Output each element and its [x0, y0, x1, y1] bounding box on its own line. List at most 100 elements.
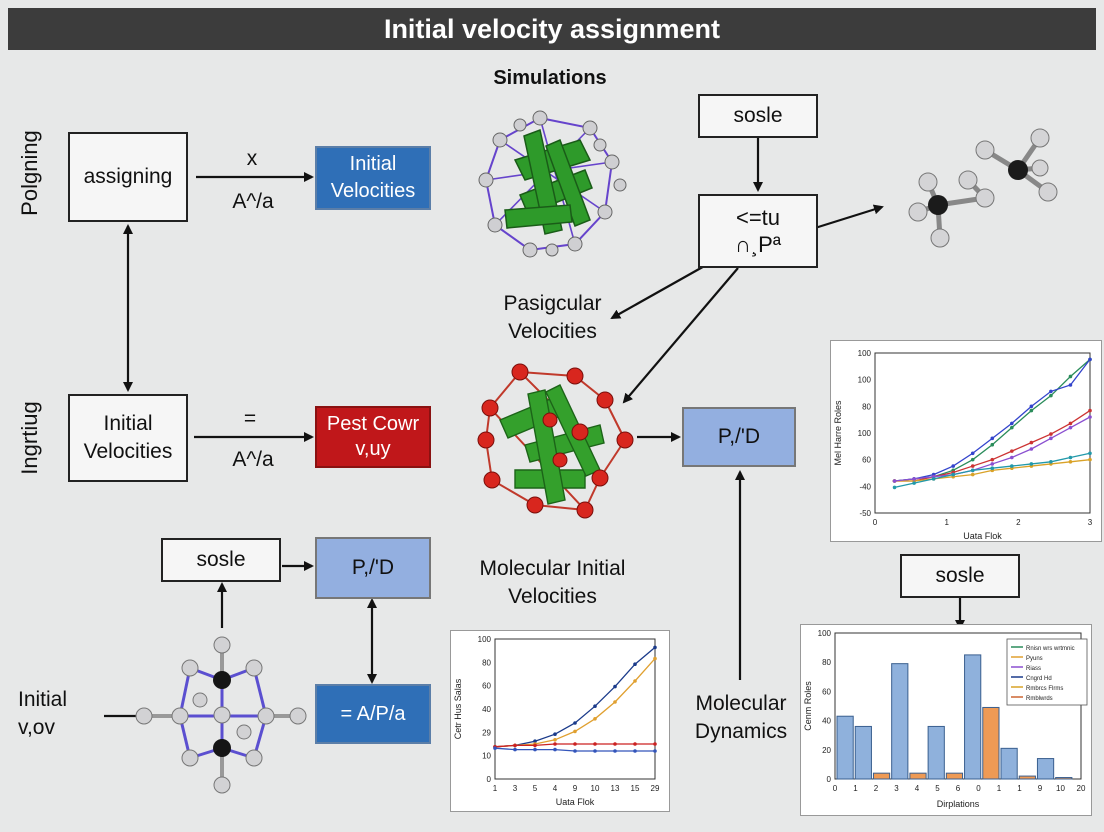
data-point — [970, 464, 975, 468]
data-point — [613, 749, 617, 753]
legend-entry: Pyuns — [1026, 656, 1043, 662]
sosle-bottom-left-box: sosle — [161, 538, 281, 582]
x-axis-label: Uata Flok — [556, 797, 595, 807]
legend-entry: Riass — [1026, 666, 1041, 672]
data-point — [513, 747, 517, 752]
bar — [964, 654, 982, 780]
data-point — [593, 704, 597, 708]
data-point — [1068, 421, 1073, 426]
data-point — [593, 749, 597, 753]
data-point — [1088, 408, 1092, 413]
data-point — [970, 457, 975, 462]
data-point — [593, 717, 597, 721]
x-tick-label: 29 — [651, 784, 660, 793]
x-tick-label: 0 — [873, 518, 878, 527]
x-tick-label: 3 — [894, 784, 899, 793]
data-point — [990, 442, 995, 447]
formula-line-2: ∩¸Pª — [735, 232, 781, 257]
protein-top-illustration — [478, 110, 627, 258]
data-point — [990, 457, 995, 462]
data-point — [1088, 457, 1092, 462]
bar — [927, 725, 945, 780]
data-point — [990, 436, 995, 441]
edge-top-x: x — [246, 147, 258, 170]
sosle-bottom-right-box: sosle — [900, 554, 1020, 598]
edge-mid-eq: = — [243, 407, 257, 430]
y-tick-label: 100 — [818, 629, 832, 638]
y-axis-label: Cenm Roles — [803, 681, 813, 731]
y-tick-label: 29 — [482, 728, 491, 737]
bar — [891, 663, 909, 780]
molecular-initial-label: Molecular Initial Velocities — [479, 557, 626, 609]
bar — [1000, 747, 1018, 780]
data-point — [892, 485, 897, 490]
x-tick-label: 1 — [1017, 784, 1022, 793]
x-axis-label: Dirplations — [937, 799, 980, 809]
x-tick-label: 15 — [631, 784, 640, 793]
data-point — [653, 749, 657, 753]
plot-frame — [494, 638, 656, 780]
pest-cowr-box: Pest Cowr v,uy — [315, 406, 431, 468]
y-tick-label: 100 — [858, 376, 872, 385]
data-point — [653, 656, 657, 661]
x-tick-label: 3 — [1088, 518, 1093, 527]
pd-bottom-box: P,/'D — [315, 537, 431, 599]
data-point — [573, 742, 577, 746]
data-point — [1029, 408, 1034, 413]
x-tick-label: 10 — [1056, 784, 1065, 793]
x-tick-label: 4 — [915, 784, 920, 793]
y-tick-label: 0 — [487, 775, 492, 784]
data-point — [892, 479, 897, 483]
y-tick-label: 60 — [822, 687, 831, 696]
x-tick-label: 5 — [533, 784, 538, 793]
y-tick-label: 10 — [482, 752, 491, 761]
data-point — [613, 742, 617, 746]
legend-entry: Cngrd Hd — [1026, 676, 1052, 682]
legend-entry: Rmblwrds — [1026, 696, 1053, 702]
legend-entry: Rnisn wrs wrtmnic — [1026, 646, 1075, 652]
data-point — [493, 746, 497, 750]
edge-mid-aa: A^/a — [232, 448, 274, 471]
x-axis-label: Uata Flok — [963, 531, 1002, 541]
data-point — [633, 742, 637, 746]
data-point — [970, 451, 975, 456]
data-point — [1029, 404, 1034, 409]
legend-entry: Rmbrcs Flrms — [1026, 686, 1063, 692]
x-tick-label: 1 — [944, 518, 949, 527]
data-point — [931, 477, 936, 481]
y-tick-label: -40 — [859, 482, 871, 491]
y-tick-label: 80 — [862, 402, 871, 411]
data-point — [1088, 357, 1092, 362]
y-axis-label: Mel Harre Roles — [833, 400, 843, 466]
x-tick-label: 13 — [611, 784, 620, 793]
formula-box: <=tu ∩¸Pª — [698, 194, 818, 268]
data-point — [1068, 425, 1073, 430]
molecular-dynamics-label: Molecular Dynamics — [694, 692, 788, 744]
data-point — [951, 464, 955, 468]
series-line — [494, 658, 656, 748]
data-point — [613, 684, 617, 689]
legend-frame — [1006, 638, 1088, 706]
data-point — [1010, 464, 1014, 468]
y-tick-label: 100 — [478, 635, 492, 644]
y-tick-label: 20 — [822, 746, 831, 755]
simulations-label: Simulations — [493, 67, 607, 89]
edge-top-aa: A^/a — [232, 190, 274, 213]
data-point — [912, 481, 916, 485]
data-point — [573, 729, 577, 734]
molecule-top-right — [908, 128, 1058, 248]
ap-box: = A/P/a — [315, 684, 431, 744]
data-point — [1049, 393, 1053, 398]
y-tick-label: 60 — [482, 682, 491, 691]
data-point — [1049, 436, 1053, 441]
initial-velocities-blue-box: Initial Velocities — [315, 146, 431, 210]
molecule-cluster-bottom-left — [135, 636, 307, 794]
x-tick-label: 2 — [874, 784, 879, 793]
x-tick-label: 1 — [853, 784, 858, 793]
data-point — [1010, 421, 1014, 426]
initial-vov-label: Initial v,ov — [18, 688, 68, 740]
page-title: Initial velocity assignment — [8, 8, 1096, 50]
data-point — [593, 742, 597, 746]
